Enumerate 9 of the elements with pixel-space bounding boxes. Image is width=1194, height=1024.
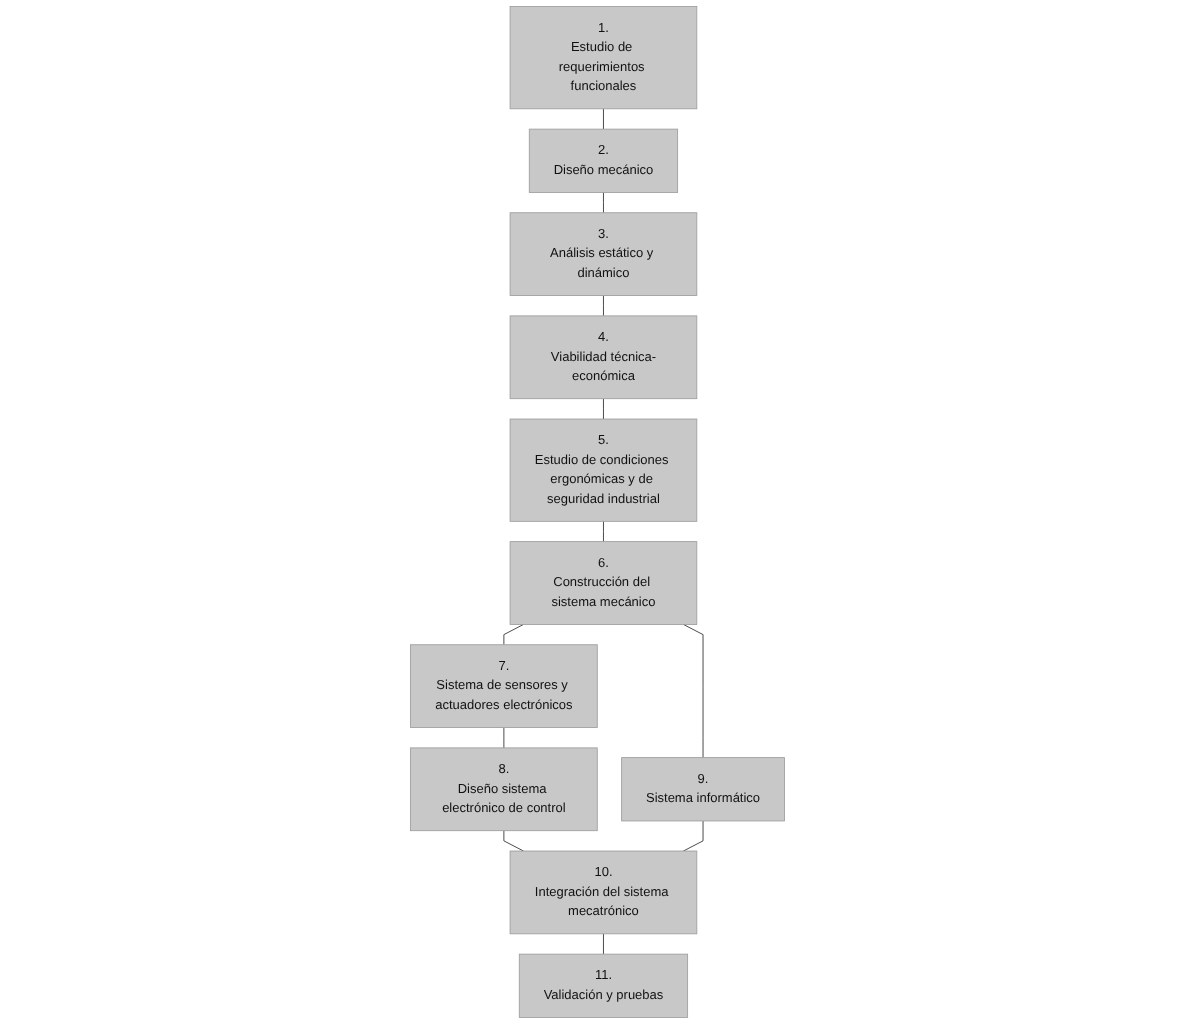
connector <box>602 295 604 317</box>
connector <box>602 108 604 130</box>
connector <box>503 830 524 852</box>
connector <box>602 398 604 420</box>
connector <box>602 192 604 214</box>
connector <box>602 520 604 543</box>
connector <box>602 933 604 955</box>
connector <box>503 624 524 646</box>
connector <box>682 624 703 759</box>
